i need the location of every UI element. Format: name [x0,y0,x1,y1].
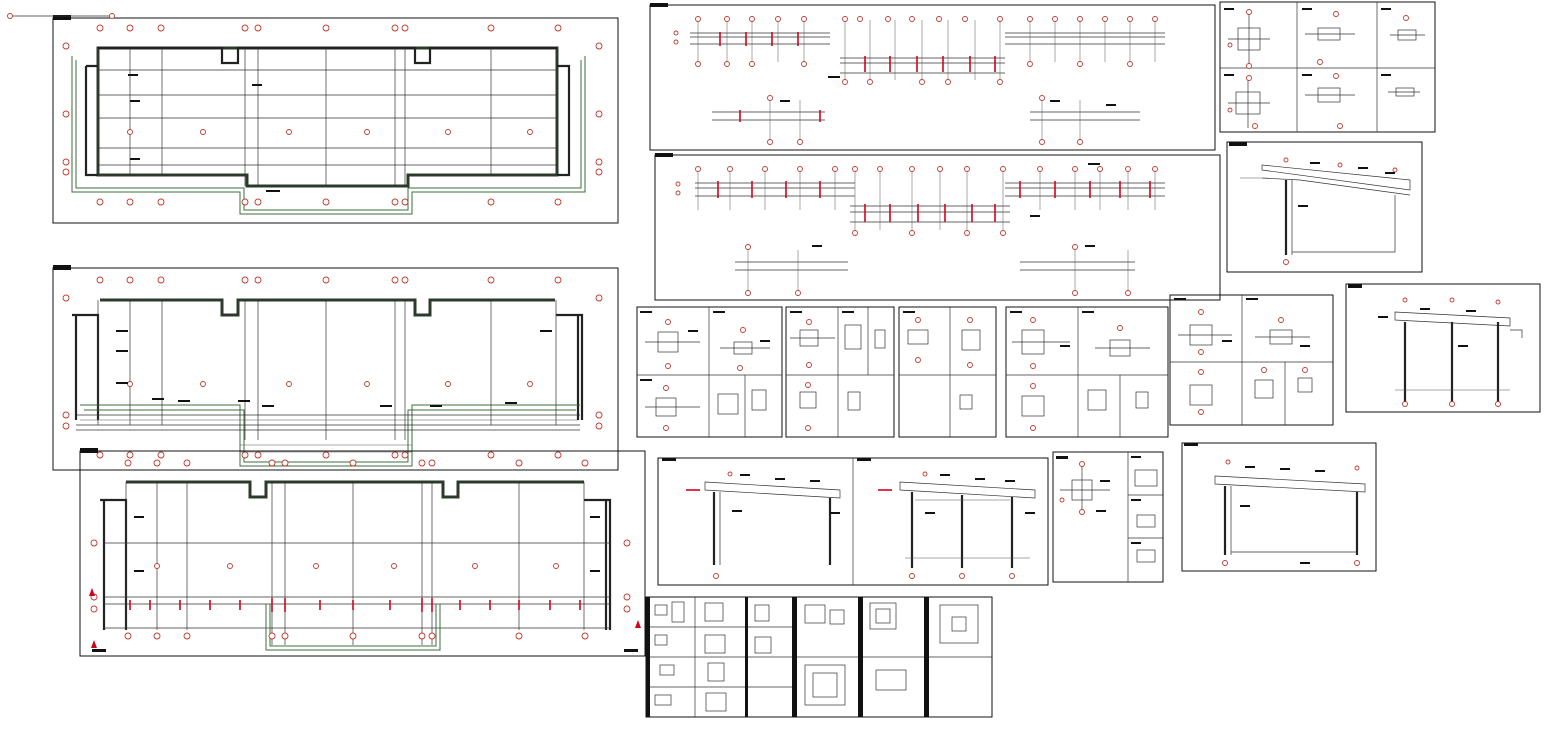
table-details-bottom [645,596,993,718]
plan-view-middle [52,265,619,471]
detail-small-lower [1052,451,1164,583]
section-view-pair-lower [657,457,1049,586]
section-view-right-2 [1345,283,1541,413]
section-view-right-3 [1181,442,1377,572]
plan-view-top [7,13,619,224]
detail-grid-top-right [1219,1,1436,133]
plan-view-bottom [79,448,646,657]
elevation-view-top-2 [654,153,1221,301]
detail-row-middle [636,294,1334,438]
elevation-view-top-1 [649,3,1216,151]
section-view-right-1 [1226,141,1423,273]
